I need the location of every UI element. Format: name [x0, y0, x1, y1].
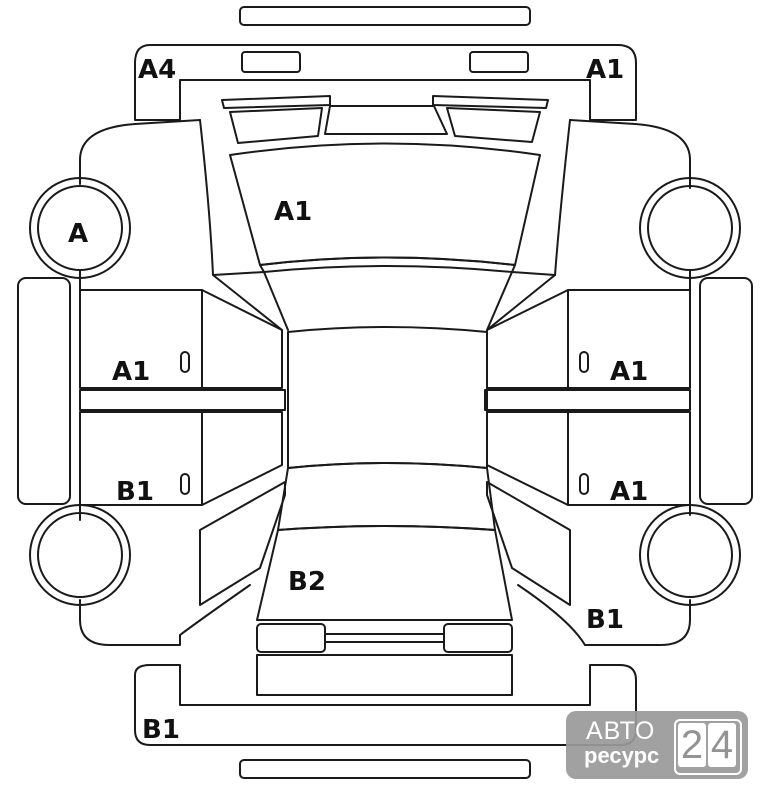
label-hood: A1	[274, 197, 312, 227]
windshield	[221, 95, 549, 144]
label-door-rear-right: A1	[610, 477, 648, 507]
label-front-right: A1	[586, 55, 624, 85]
label-door-front-left: A1	[112, 357, 150, 387]
front-bumper	[134, 6, 637, 121]
wheels	[29, 177, 741, 606]
label-door-rear-left: B1	[116, 477, 154, 507]
watermark-digit2: 4	[708, 723, 736, 767]
label-wheel-front-left: A	[68, 219, 88, 249]
right-side-body	[569, 119, 691, 646]
right-doors	[484, 277, 753, 506]
avtoresurs-watermark: АВТО ресурс 2 4	[566, 711, 748, 779]
label-rear-right-quarter: B1	[586, 605, 624, 635]
label-trunk: B2	[288, 567, 326, 597]
watermark-line1: АВТО	[586, 717, 656, 745]
rear-bumper	[134, 664, 637, 779]
watermark-line2: ресурс	[584, 743, 660, 768]
roof	[287, 326, 488, 469]
front-pillars	[199, 119, 571, 331]
rear-quarters	[179, 481, 586, 646]
left-doors	[17, 277, 286, 506]
hood	[229, 142, 541, 273]
watermark-digit1: 2	[678, 723, 706, 767]
label-rear-bumper: B1	[142, 715, 180, 745]
watermark-digits: 2 4	[674, 719, 742, 775]
label-door-front-right: A1	[610, 357, 648, 387]
rear-window	[277, 462, 496, 531]
trunk	[256, 525, 513, 696]
label-front-left: A4	[138, 55, 176, 85]
